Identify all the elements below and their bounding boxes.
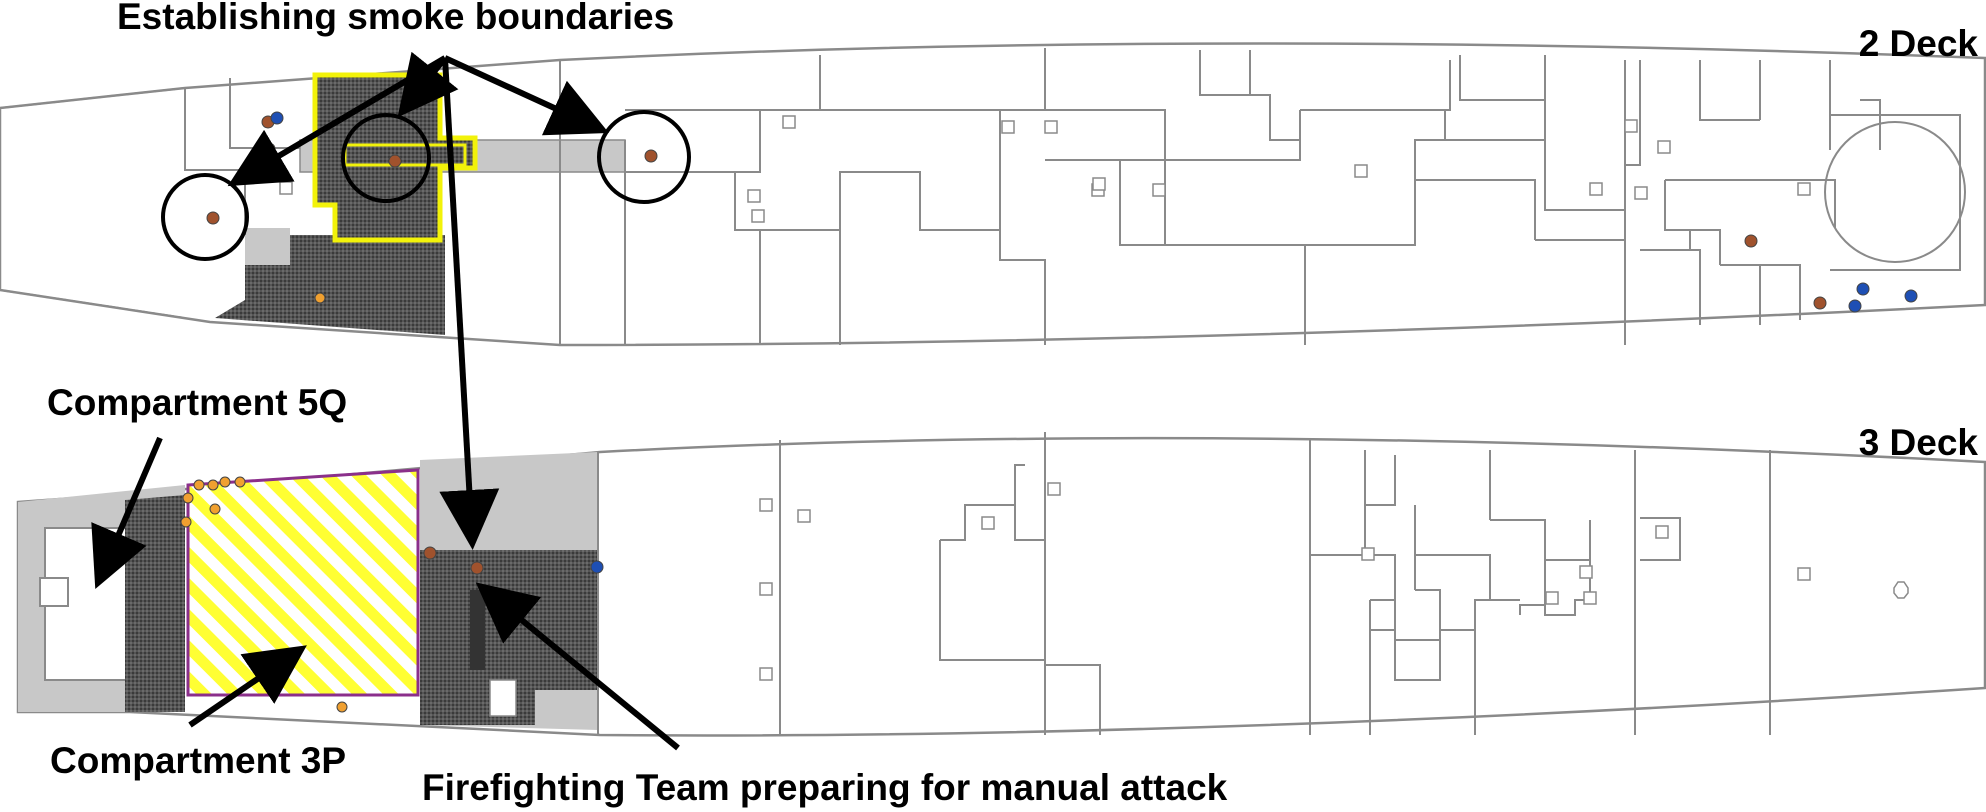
- deck-3-inner-dark-box: [470, 590, 485, 670]
- compartment-3p-fire-zone: [186, 468, 420, 697]
- label-deck-3: 3 Deck: [1859, 422, 1979, 463]
- person-marker: [1848, 299, 1862, 313]
- arrow-compartment-5q: [91, 436, 163, 590]
- deck-2-plan: [0, 42, 1986, 347]
- deck-3-small-box-5q: [39, 577, 69, 607]
- annotation-arrows: [91, 51, 680, 751]
- person-marker: [262, 142, 276, 156]
- arrow-compartment-3p: [188, 645, 307, 728]
- person-marker: [206, 211, 220, 225]
- deck-2-light-smoke-2: [245, 228, 290, 265]
- person-marker: [1744, 234, 1758, 248]
- person-marker: [1904, 289, 1918, 303]
- person-marker: [314, 292, 326, 304]
- person-marker: [470, 561, 484, 575]
- person-marker: [590, 560, 604, 574]
- person-marker: [423, 546, 437, 560]
- deck-2-round-compartment: [1824, 121, 1966, 263]
- deck-3-white-box-aft: [489, 679, 517, 717]
- person-marker: [219, 476, 231, 488]
- person-marker: [180, 516, 192, 528]
- person-marker: [388, 154, 402, 168]
- deck-3-plan: [16, 432, 1986, 737]
- callout-circle-middle: [341, 113, 431, 203]
- arrow-to-deck3-team: [439, 57, 500, 550]
- label-compartment-3p: Compartment 3P: [50, 740, 346, 781]
- deck-2-round-surround: [1830, 114, 1961, 271]
- callout-circle-left: [161, 173, 249, 261]
- person-marker: [1813, 296, 1827, 310]
- arrow-to-middle-circle: [397, 51, 459, 118]
- person-marker: [336, 701, 348, 713]
- person-marker: [193, 479, 205, 491]
- person-marker: [209, 503, 221, 515]
- person-marker: [644, 149, 658, 163]
- label-firefighting-team: Firefighting Team preparing for manual a…: [422, 767, 1228, 808]
- callout-circles: [161, 110, 691, 261]
- deck-2-hull: [0, 42, 1986, 347]
- arrow-to-right-circle: [443, 55, 609, 136]
- label-deck-2: 2 Deck: [1859, 23, 1979, 64]
- person-marker: [182, 492, 194, 504]
- person-marker: [270, 111, 284, 125]
- deck-2-hull-dashed-bow: [0, 87, 186, 319]
- deck-3-dark-smoke-forward: [125, 495, 185, 712]
- deck-3-walls: [597, 432, 1771, 735]
- deck-2-equipment-boxes: [279, 115, 1811, 223]
- deck-3-equipment-boxes: [759, 482, 1811, 681]
- deck-3-octagon-fitting: [1893, 581, 1909, 599]
- person-marker: [234, 476, 246, 488]
- callout-circle-right: [597, 110, 691, 204]
- person-marker: [207, 479, 219, 491]
- arrow-firefighting-team: [475, 582, 680, 751]
- label-smoke-boundaries: Establishing smoke boundaries: [117, 0, 674, 37]
- label-compartment-5q: Compartment 5Q: [47, 382, 347, 423]
- person-marker: [1856, 282, 1870, 296]
